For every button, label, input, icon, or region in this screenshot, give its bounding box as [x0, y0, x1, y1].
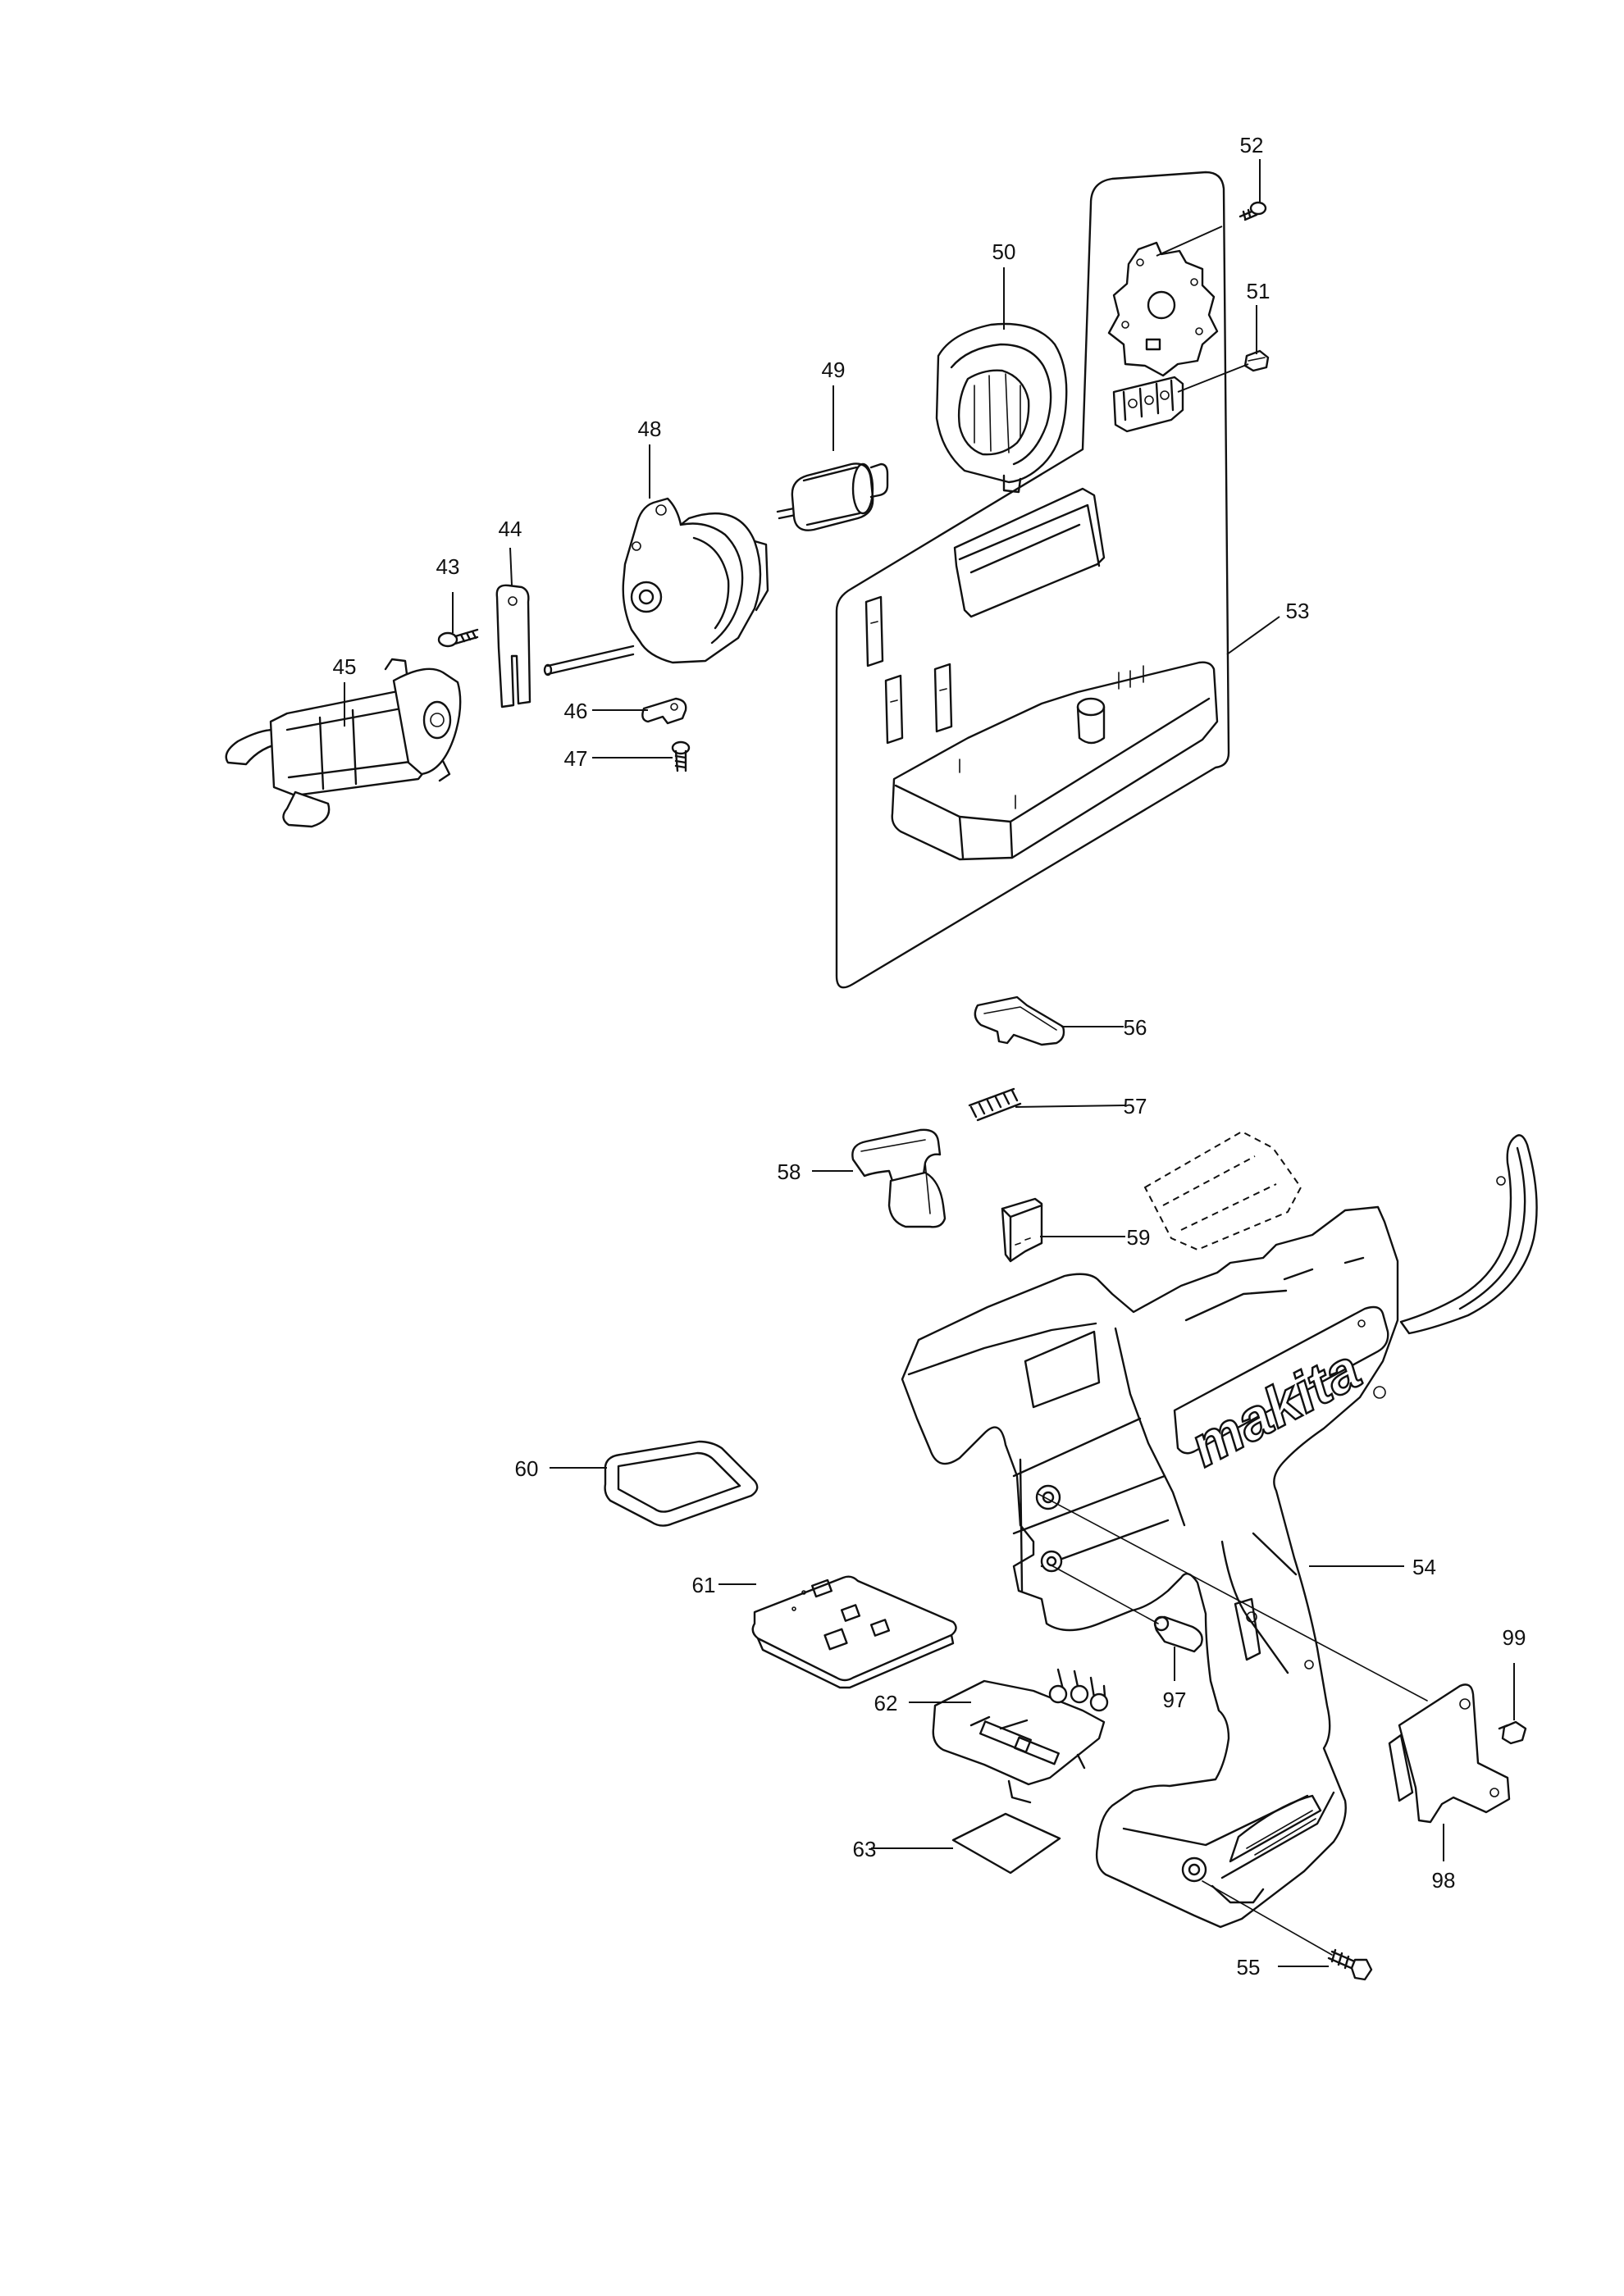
part-44-fork-plate [495, 584, 531, 708]
part-58-trigger [851, 1128, 947, 1228]
part-53-terminal-block [1112, 376, 1184, 433]
part-53-cover [953, 487, 1106, 618]
part-48-gear-housing [543, 497, 769, 676]
part-59-switch [1001, 1197, 1043, 1263]
label-45: 45 [333, 654, 357, 679]
label-51: 51 [1247, 279, 1270, 303]
part-52-screw [1239, 201, 1267, 221]
part-47-screw [671, 740, 691, 772]
part-57-spring [968, 1087, 1022, 1122]
part-53-small-plates [864, 595, 953, 745]
part-49-rotor [776, 462, 889, 531]
part-50-stator [935, 322, 1068, 494]
label-60: 60 [515, 1456, 539, 1481]
label-43: 43 [436, 554, 460, 579]
part-54-housing: makita [901, 1130, 1538, 1929]
label-56: 56 [1124, 1015, 1147, 1040]
label-44: 44 [499, 517, 522, 541]
label-61: 61 [692, 1573, 716, 1597]
label-55: 55 [1237, 1955, 1261, 1979]
label-47: 47 [564, 746, 588, 771]
label-54: 54 [1412, 1555, 1436, 1579]
part-53-controller-case [891, 661, 1219, 861]
part-61-panel [751, 1575, 957, 1689]
part-99-screw [1498, 1720, 1527, 1745]
part-55-screw [1327, 1948, 1373, 1981]
label-98: 98 [1432, 1868, 1456, 1893]
label-49: 49 [822, 358, 846, 382]
group-outline-53 [835, 171, 1230, 989]
label-59: 59 [1127, 1225, 1151, 1250]
part-43-screw [437, 628, 479, 648]
label-62: 62 [874, 1691, 898, 1715]
part-97-pin [1153, 1615, 1203, 1653]
part-63-sheet [951, 1812, 1061, 1875]
label-50: 50 [992, 239, 1016, 264]
label-58: 58 [778, 1159, 801, 1184]
part-46-bracket [641, 697, 687, 725]
label-97: 97 [1163, 1688, 1187, 1712]
part-98-bracket [1388, 1683, 1511, 1824]
part-56-lever [974, 995, 1065, 1046]
label-99: 99 [1503, 1625, 1526, 1650]
leader-lines [344, 159, 1515, 1967]
label-57: 57 [1124, 1094, 1147, 1118]
part-53-controller-plate [1107, 241, 1219, 377]
part-45-cutter-assembly [225, 658, 462, 828]
label-53: 53 [1286, 599, 1310, 623]
part-62-terminal [932, 1668, 1109, 1804]
part-51-screw [1243, 349, 1270, 372]
part-60-pad [604, 1440, 759, 1527]
part-labels: 43 44 45 46 47 48 49 50 51 52 53 54 55 5… [333, 133, 1526, 1979]
label-48: 48 [638, 417, 662, 441]
label-46: 46 [564, 699, 588, 723]
label-52: 52 [1240, 133, 1264, 157]
label-63: 63 [853, 1837, 877, 1861]
